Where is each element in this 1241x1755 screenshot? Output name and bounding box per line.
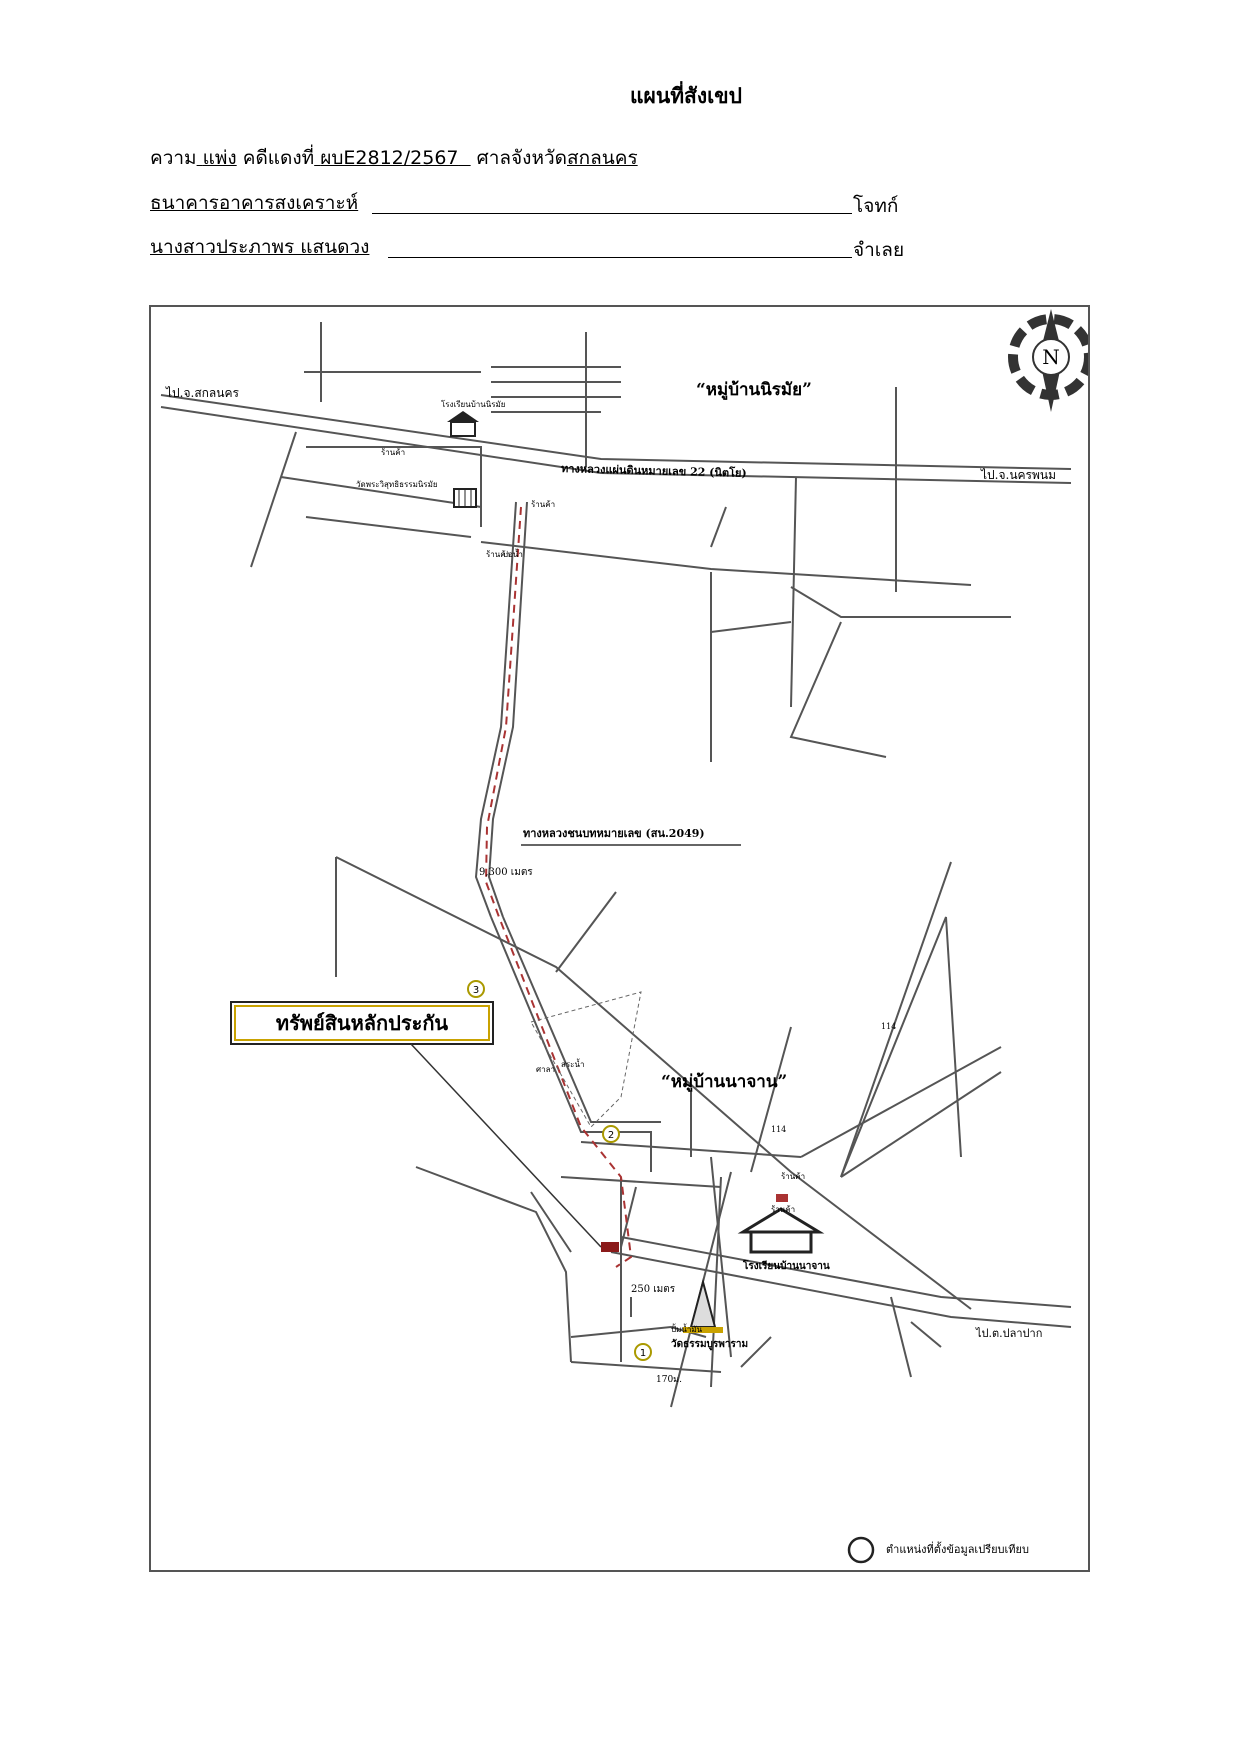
small-label-shop-5: ร้านค้า: [531, 500, 555, 509]
plaintiff-name: ธนาคารอาคารสงเคราะห์: [150, 192, 359, 214]
plaintiff-underline: [372, 213, 852, 214]
north-arrow-icon: N: [1008, 309, 1088, 412]
red-case-number: ผบE2812/2567: [320, 147, 459, 169]
small-label-114-a: 114: [881, 1022, 896, 1031]
marker-3: 3: [467, 980, 485, 998]
page-title: แผนที่สังเขป: [630, 84, 742, 108]
temple-north-icon: [453, 488, 477, 508]
collateral-box: [230, 1001, 494, 1045]
to-nakhon-label: ไป.จ.นครพนม: [980, 468, 1056, 482]
legend-circle-icon: [847, 1536, 875, 1564]
to-sakon-label: ไป.จ.สกลนคร: [165, 386, 239, 400]
temple-south-icon: [683, 1278, 723, 1333]
temple-south-label: วัดธรรมบูรพาราม: [671, 1338, 748, 1351]
pond-label: สระน้ำ: [561, 1058, 584, 1069]
school-south-label: โรงเรียนบ้านนาจาน: [742, 1259, 830, 1272]
defendant-role: จำเลย: [853, 239, 905, 261]
to-right-south-label: ไป.ต.ปลาปาก: [975, 1327, 1042, 1340]
north-letter: N: [1042, 345, 1060, 369]
small-label-shop-3: ร้านค้า: [781, 1172, 805, 1181]
marker-2: 2: [602, 1125, 620, 1143]
red-case-label: คดีแดงที่: [242, 147, 315, 169]
collateral-pointer: [410, 1043, 602, 1248]
svg-text:2: 2: [608, 1130, 614, 1141]
school-north-icon: [447, 411, 479, 437]
svg-text:1: 1: [640, 1348, 646, 1359]
highway-2049-label: ทางหลวงชนบทหมายเลข (สน.2049): [523, 827, 705, 840]
svg-text:3: 3: [473, 985, 479, 996]
collateral-parcel: [601, 1242, 619, 1252]
case-type: แพ่ง: [202, 147, 237, 169]
collateral-label: ทรัพย์สินหลักประกัน: [276, 1011, 449, 1035]
small-label-gas: ปั้มน้ำมัน: [671, 1323, 703, 1334]
school-north-label: โรงเรียนบ้านนิรมัย: [441, 399, 505, 409]
plaintiff-role: โจทก์: [853, 195, 899, 217]
court-label: ศาลจังหวัด: [476, 147, 567, 169]
legend-label: ตำแหน่งที่ตั้งข้อมูลเปรียบเทียบ: [886, 1541, 1029, 1556]
distance-250-label: 250 เมตร: [631, 1284, 676, 1295]
small-label-shop-4: ร้านค้า: [771, 1205, 795, 1214]
small-label-shop-1: ร้านค้า: [381, 448, 405, 457]
court-name: สกลนคร: [567, 147, 638, 169]
small-label-sala: ศาลา: [536, 1065, 555, 1074]
defendant-name: นางสาวประภาพร แสนดวง: [150, 236, 370, 258]
route-dashed: [484, 506, 633, 1268]
case-prefix: ความ: [150, 147, 197, 169]
map-svg: N “หมู่บ้านนิรมัย” “หมู่บ้านนาจาน” ไป.จ.…: [160, 309, 1088, 1564]
village-south-label: “หมู่บ้านนาจาน”: [661, 1072, 787, 1093]
village-north-label: “หมู่บ้านนิรมัย”: [696, 380, 812, 401]
pond-outline: [530, 991, 642, 1128]
small-label-well: บ่อน้ำ: [503, 548, 523, 559]
small-label-114-b: 114: [771, 1125, 786, 1134]
case-line: ความ แพ่ง คดีแดงที่ ผบE2812/2567 ศาลจังห…: [150, 146, 638, 170]
map-sketch: N “หมู่บ้านนิรมัย” “หมู่บ้านนาจาน” ไป.จ.…: [149, 305, 1090, 1572]
distance-170-label: 170ม.: [656, 1375, 682, 1385]
road-network: [160, 322, 1072, 1408]
highway-22-label: ทางหลวงแผ่นดินหมายเลข 22 (นิตโย): [561, 461, 747, 480]
small-label-shop-2: ร้านค้า: [486, 550, 510, 559]
distance-9300-label: 9,300 เมตร: [479, 867, 533, 878]
marker-1: 1: [634, 1343, 652, 1361]
school-south-icon: [737, 1194, 825, 1254]
temple-north-label: วัดพระวิสุทธิธรรมนิรมัย: [356, 480, 438, 489]
defendant-underline: [388, 257, 852, 258]
